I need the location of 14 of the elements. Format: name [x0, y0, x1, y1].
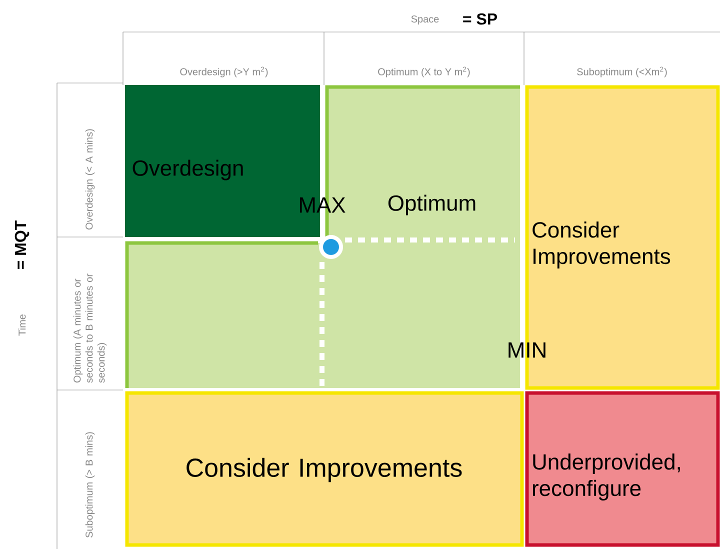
row-header: Suboptimum (> B mins)	[85, 432, 95, 538]
row-header: Optimum (A minutes or seconds to B minutes or seconds)	[73, 274, 107, 383]
axis-title: Space	[411, 15, 439, 25]
axis-title: Time	[18, 314, 26, 336]
zone-box: Underprovided, reconfigure	[525, 391, 720, 547]
point-label: MIN	[508, 342, 546, 358]
zone-box: Consider Improvements	[125, 391, 524, 547]
point-label: MAX	[300, 197, 346, 213]
column-header: Overdesign (>Y m$^{2}$)	[180, 66, 268, 78]
axis-code: = MQT	[14, 220, 30, 269]
column-header: Suboptimum (<Xm$^{2}$)	[577, 66, 667, 78]
column-header: Optimum (X to Y m$^{2}$)	[378, 66, 470, 78]
row-header: Overdesign (< A mins)	[85, 129, 95, 230]
axis-code: = SP	[463, 13, 497, 25]
